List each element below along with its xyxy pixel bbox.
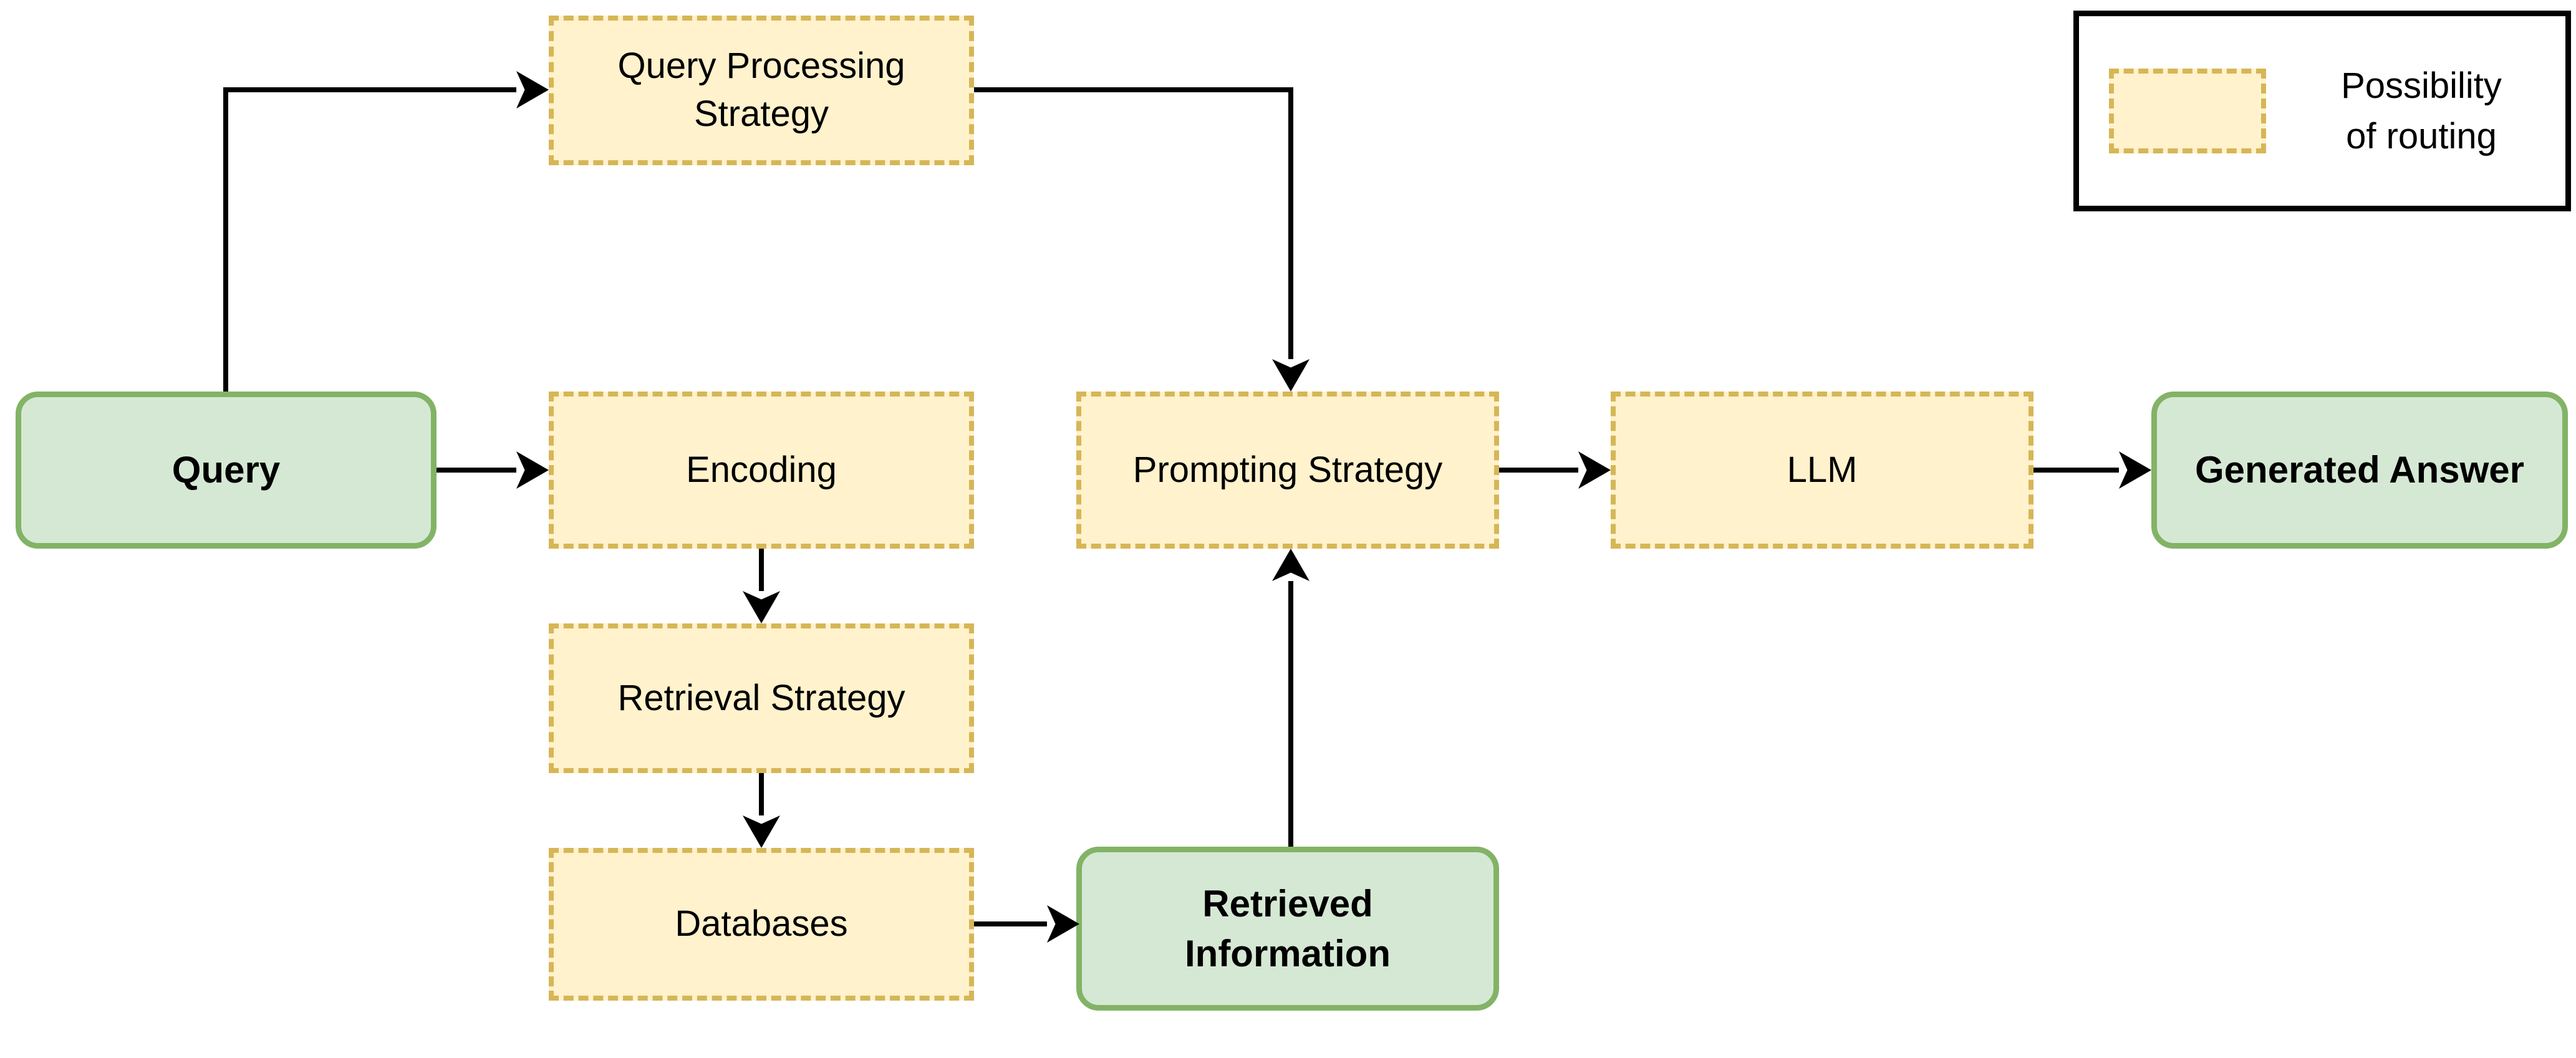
legend-label: Possibility of routing — [2285, 16, 2558, 206]
node-generated-answer: Generated Answer — [2151, 392, 2568, 549]
legend-routing-swatch — [2109, 69, 2266, 153]
arrowhead-qps-to-prompting — [1272, 359, 1310, 392]
node-query-processing-strategy: Query Processing Strategy — [549, 16, 974, 165]
node-label: LLM — [1787, 449, 1858, 490]
arrowhead-query-to-qps — [516, 71, 549, 108]
edge-prompting-to-llm — [1499, 468, 1578, 473]
node-label: Information — [1185, 932, 1391, 974]
legend-label-line: of routing — [2346, 116, 2497, 156]
node-label: Query Processing — [617, 46, 905, 87]
edge-qps-to-prompting-vertical-segment — [1288, 87, 1293, 359]
legend-label-line: Possibility — [2341, 65, 2502, 106]
edge-retrieval-to-databases — [759, 773, 764, 815]
legend: Possibility of routing — [2073, 11, 2571, 211]
arrowhead-prompting-to-llm — [1578, 451, 1611, 489]
node-label: Retrieval Strategy — [617, 677, 905, 718]
edge-databases-to-retrieved — [974, 921, 1047, 926]
node-label: Encoding — [686, 449, 837, 490]
node-retrieval-strategy: Retrieval Strategy — [549, 623, 974, 773]
node-prompting-strategy: Prompting Strategy — [1076, 392, 1499, 549]
arrowhead-query-to-encoding — [516, 451, 549, 489]
arrowhead-retrieval-to-databases — [743, 815, 780, 848]
arrowhead-llm-to-generated — [2119, 451, 2151, 489]
node-llm: LLM — [1611, 392, 2033, 549]
node-label: Query — [171, 449, 281, 491]
node-label: Retrieved — [1202, 883, 1373, 925]
arrowhead-retrieved-to-prompting — [1272, 549, 1310, 581]
arrowhead-databases-to-retrieved — [1047, 905, 1079, 943]
node-databases: Databases — [549, 848, 974, 1001]
node-label: Databases — [675, 903, 848, 945]
node-label: Prompting Strategy — [1132, 449, 1443, 490]
edge-encoding-to-retrieval — [759, 549, 764, 591]
edge-retrieved-to-prompting — [1288, 581, 1293, 847]
edge-query-to-encoding — [437, 468, 516, 473]
edge-query-to-qps-vertical-segment — [223, 87, 228, 392]
node-query: Query — [16, 392, 437, 549]
node-encoding: Encoding — [549, 392, 974, 549]
node-label: Strategy — [694, 94, 829, 134]
node-retrieved-information: Retrieved Information — [1076, 847, 1499, 1011]
edge-llm-to-generated — [2033, 468, 2119, 473]
arrowhead-encoding-to-retrieval — [743, 591, 780, 623]
edge-query-to-qps-horizontal-segment — [223, 87, 516, 92]
edge-qps-to-prompting-horizontal-segment — [974, 87, 1293, 92]
node-label: Generated Answer — [2195, 449, 2524, 491]
